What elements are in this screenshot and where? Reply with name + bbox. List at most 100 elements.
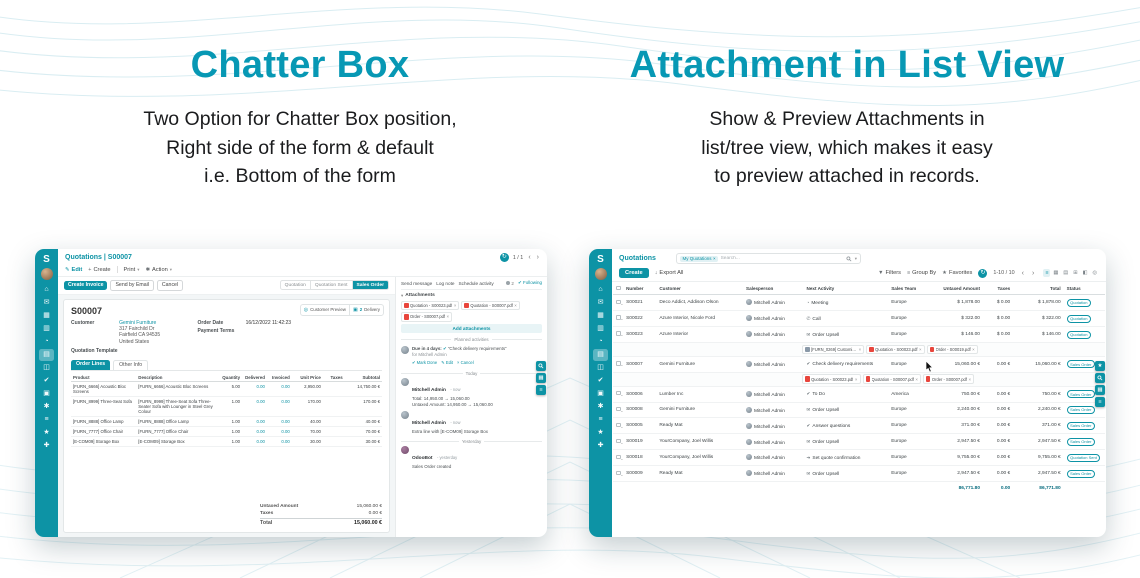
- attachment-chip[interactable]: [FURN_0269] Customiza...×: [802, 344, 865, 355]
- order-line-row[interactable]: [FURN_8999] Three-Seat Sofa[FURN_8999] T…: [71, 396, 382, 418]
- payment-terms-field[interactable]: [246, 328, 312, 334]
- theme-switch-button[interactable]: ↻: [978, 268, 988, 278]
- home-icon[interactable]: ⌂: [44, 286, 49, 293]
- cancel-button[interactable]: Cancel: [156, 280, 184, 291]
- tab-order-lines[interactable]: Order Lines: [71, 359, 111, 371]
- search-button[interactable]: [536, 361, 546, 371]
- chevron-down-icon[interactable]: ▾: [854, 255, 857, 261]
- attachment-chip[interactable]: Order - S00007.pdf×: [401, 312, 453, 322]
- row-checkbox[interactable]: [616, 361, 621, 366]
- pager-next-icon[interactable]: ›: [1032, 269, 1035, 277]
- employees-icon[interactable]: ★: [43, 429, 50, 436]
- attachment-chip[interactable]: Quotation - S00007.pdf×: [862, 374, 921, 384]
- create-button[interactable]: Create: [619, 268, 649, 279]
- accounting-icon[interactable]: ≡: [598, 416, 603, 423]
- user-avatar[interactable]: [594, 268, 607, 280]
- cell-next-activity[interactable]: ✔Check delivery requirements: [803, 356, 889, 373]
- cell-next-activity[interactable]: ✔Answer questions: [803, 417, 889, 435]
- send-message-button[interactable]: Send message: [401, 280, 433, 286]
- column-header-untaxed[interactable]: Untaxed Amount: [932, 283, 983, 296]
- project-icon[interactable]: ✔: [43, 377, 50, 384]
- row-checkbox[interactable]: [616, 390, 621, 396]
- schedule-activity-button[interactable]: Schedule activity: [458, 280, 494, 286]
- column-header[interactable]: Subtotal: [344, 373, 382, 383]
- column-header-customer[interactable]: Customer: [656, 283, 744, 296]
- order-date-value[interactable]: 16/12/2022 11:42:23: [245, 319, 292, 326]
- cell-next-activity[interactable]: ✉Order Upsell: [803, 326, 889, 344]
- order-line-row[interactable]: [E-COM09] Storage Box[E-COM09] Storage B…: [71, 436, 382, 448]
- column-header[interactable]: Product: [71, 373, 137, 383]
- crm-icon[interactable]: ◔: [44, 338, 49, 345]
- home-icon[interactable]: ⌂: [598, 286, 603, 293]
- order-line-row[interactable]: [FURN_7777] Office Chair[FURN_7777] Offi…: [71, 426, 382, 438]
- statusbar-step[interactable]: Sales Order: [351, 281, 388, 290]
- column-header-activity[interactable]: Next Activity: [803, 283, 889, 296]
- calendar-view-button[interactable]: ▤: [1063, 269, 1069, 276]
- breadcrumb[interactable]: Quotations | S00007: [65, 254, 132, 261]
- calendar-icon[interactable]: ▦: [597, 312, 604, 319]
- following-button[interactable]: ✔ Following: [517, 280, 542, 285]
- mark-done-button[interactable]: ✔ Mark Done: [412, 359, 438, 365]
- project-icon[interactable]: ✔: [597, 377, 604, 384]
- column-header[interactable]: Description: [136, 373, 218, 383]
- remove-attachment-icon[interactable]: ×: [514, 302, 517, 308]
- column-header-status[interactable]: Status: [1063, 283, 1105, 296]
- settings-icon[interactable]: ✚: [43, 442, 50, 449]
- filters-menu[interactable]: ▼Filters: [878, 270, 901, 277]
- cell-next-activity[interactable]: ✔To Do: [803, 386, 889, 403]
- discuss-icon[interactable]: ✉: [43, 299, 50, 306]
- cancel-activity-button[interactable]: × Cancel: [457, 359, 474, 365]
- remove-attachment-icon[interactable]: ×: [972, 347, 975, 353]
- send-by-email-button[interactable]: Send by Email: [110, 280, 154, 291]
- remove-attachment-icon[interactable]: ×: [919, 347, 922, 353]
- pivot-view-button[interactable]: ⊞: [1073, 269, 1078, 276]
- attachment-chip[interactable]: Quotation - S00023.pdf×: [866, 344, 925, 355]
- discuss-icon[interactable]: ✉: [597, 299, 604, 306]
- sales-icon[interactable]: ▤: [593, 349, 608, 361]
- edit-activity-button[interactable]: ✎ Edit: [441, 359, 454, 365]
- settings-icon[interactable]: ✚: [597, 442, 604, 449]
- pager-prev-icon[interactable]: ‹: [1021, 269, 1025, 277]
- dashboard-icon[interactable]: ◫: [597, 364, 604, 371]
- customer-link[interactable]: Gemini Furniture: [119, 319, 157, 326]
- favorites-menu[interactable]: ★Favorites: [942, 270, 973, 277]
- group-by-menu[interactable]: ≡Group By: [906, 270, 937, 277]
- sales-icon[interactable]: ▤: [39, 349, 54, 361]
- apps-grid-button[interactable]: ▦: [1095, 385, 1105, 395]
- quick-menu-button[interactable]: ≡: [1095, 397, 1105, 407]
- action-menu[interactable]: ✱Action▾: [145, 266, 172, 273]
- inventory-icon[interactable]: ▣: [43, 390, 50, 397]
- attachment-chip[interactable]: Order - S00007.pdf×: [922, 374, 975, 384]
- map-view-button[interactable]: ◎: [1092, 269, 1097, 276]
- column-header-salesperson[interactable]: Salesperson: [743, 283, 804, 296]
- remove-attachment-icon[interactable]: ×: [446, 314, 450, 320]
- statusbar-step[interactable]: Quotation Sent: [309, 281, 352, 290]
- quick-menu-button[interactable]: ≡: [536, 385, 546, 395]
- breadcrumb[interactable]: Quotations: [619, 255, 656, 263]
- accounting-icon[interactable]: ≡: [44, 416, 49, 423]
- favorites-button[interactable]: ★: [1095, 361, 1105, 371]
- kanban-view-button[interactable]: ▦: [1053, 269, 1059, 276]
- cell-next-activity[interactable]: ✉Order Upsell: [803, 433, 889, 451]
- print-menu[interactable]: Print▾: [123, 266, 140, 273]
- remove-attachment-icon[interactable]: ×: [915, 376, 918, 382]
- followers-count[interactable]: 2: [505, 281, 514, 286]
- cell-next-activity[interactable]: ✉Order Upsell: [803, 465, 889, 483]
- list-view-button[interactable]: ≡: [1043, 269, 1051, 278]
- order-line-row[interactable]: [FURN_6666] Acoustic Bloc Screens[FURN_6…: [71, 381, 382, 398]
- remove-attachment-icon[interactable]: ×: [453, 302, 457, 308]
- column-header[interactable]: Invoiced: [266, 373, 292, 383]
- pager-prev-icon[interactable]: ‹: [528, 254, 531, 261]
- search-button[interactable]: [1095, 373, 1105, 383]
- cell-next-activity[interactable]: ✉Order Upsell: [803, 402, 889, 419]
- contacts-icon[interactable]: ▥: [43, 325, 50, 332]
- stat-button[interactable]: ◎Customer Preview: [301, 305, 349, 315]
